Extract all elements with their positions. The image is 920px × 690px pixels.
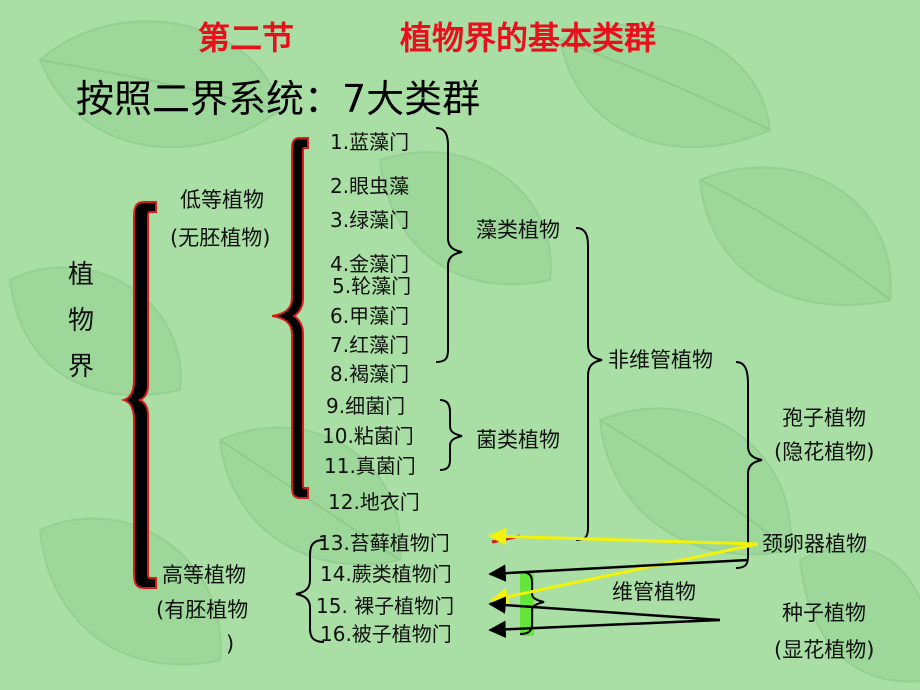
- vascular-highlight: [520, 572, 534, 636]
- phylum-item: 14.蕨类植物门: [320, 562, 452, 586]
- fungi-label: 菌类植物: [476, 428, 560, 452]
- lower-plants-label: 低等植物: [180, 188, 264, 212]
- leaf-vein: [39, 59, 281, 111]
- algae-label: 藻类植物: [476, 218, 560, 242]
- spore-plants-label: 孢子植物: [782, 406, 866, 430]
- phylum-item: 15. 裸子植物门: [316, 594, 455, 618]
- nonvascular-label: 非维管植物: [608, 348, 713, 372]
- phylum-item: 3.绿藻门: [330, 208, 410, 232]
- phylum-item: 4.金藻门: [330, 252, 410, 276]
- vascular-label: 维管植物: [612, 580, 696, 604]
- phylum-item: 2.眼虫藻: [330, 174, 410, 198]
- page-subtitle: 按照二界系统：7大类群: [76, 77, 481, 121]
- phylum-item: 13.苔藓植物门: [318, 531, 450, 555]
- leaf-shape: [798, 546, 920, 683]
- kingdom-char: 植: [68, 260, 95, 290]
- leaf-vein: [699, 179, 891, 301]
- higher-plants-label: 高等植物: [162, 563, 246, 587]
- kingdom-brace: [120, 201, 157, 589]
- arrow-seed-to-gymnosperm: [488, 596, 721, 622]
- lower-plants-note: (无胚植物): [170, 226, 271, 250]
- leaf-shape: [38, 517, 222, 666]
- leaf-vein: [599, 419, 791, 551]
- arrow-archegoniate-to-fern: [490, 542, 759, 606]
- phylum-item: 6.甲藻门: [330, 304, 410, 328]
- higher-plants-brace: [295, 539, 325, 643]
- phylum-item: 12.地衣门: [328, 490, 420, 514]
- phylum-item: 9.细菌门: [326, 394, 406, 418]
- arrow-archegoniate-to-fern-black: [488, 558, 749, 582]
- lower-plants-brace: [271, 137, 309, 499]
- phylum-item: 7.红藻门: [330, 333, 410, 357]
- section-title: 第二节: [198, 19, 295, 57]
- kingdom-char: 物: [68, 306, 95, 336]
- phylum-item: 1.蓝藻门: [330, 130, 410, 154]
- phylum-item: 16.被子植物门: [320, 622, 452, 646]
- leaf-shape: [378, 151, 552, 286]
- phylum-item: 10.粘菌门: [322, 424, 414, 448]
- higher-plants-note-end: ): [226, 632, 235, 656]
- topic-title: 植物界的基本类群: [400, 19, 657, 57]
- archegoniate-label: 颈卵器植物: [762, 532, 867, 556]
- higher-plants-note: (有胚植物: [156, 598, 249, 622]
- leaf-vein: [219, 439, 401, 561]
- arrow-archegoniate-to-moss: [488, 527, 759, 546]
- phylum-item: 11.真菌门: [324, 454, 416, 478]
- seed-plants-label: 种子植物: [782, 601, 866, 625]
- phylum-item: 8.褐藻门: [330, 362, 410, 386]
- arrow-seed-to-angiosperm: [488, 618, 721, 639]
- nonvascular-brace: [575, 227, 603, 541]
- leaf-vein: [559, 39, 771, 131]
- spore-plants-note: (隐花植物): [774, 440, 875, 464]
- algae-brace: [435, 127, 463, 363]
- spore-plants-brace: [735, 361, 763, 569]
- seed-plants-note: (显花植物): [774, 638, 875, 662]
- kingdom-char: 界: [68, 352, 95, 382]
- fungi-brace: [439, 399, 463, 471]
- phylum-item: 5.轮藻门: [332, 274, 412, 298]
